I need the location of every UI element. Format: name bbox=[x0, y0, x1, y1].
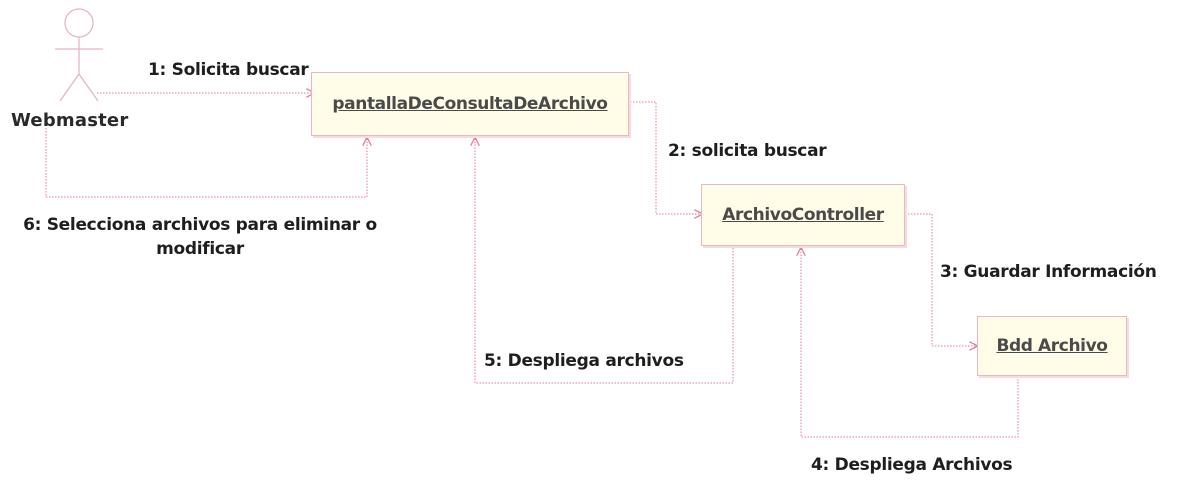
message-2-label: 2: solicita buscar bbox=[668, 141, 827, 161]
connector-4 bbox=[801, 248, 1019, 438]
object-controller-label: ArchivoController bbox=[722, 205, 884, 225]
message-6-line-2: modificar bbox=[156, 239, 244, 259]
message-5-label: 5: Despliega archivos bbox=[484, 351, 684, 371]
message-6-line-1: 6: Selecciona archivos para eliminar o bbox=[23, 215, 377, 235]
actor-figure-icon[interactable] bbox=[55, 8, 103, 102]
connector-3 bbox=[905, 213, 977, 346]
message-3-label: 3: Guardar Información bbox=[940, 262, 1157, 282]
object-pantalla-de-consulta[interactable]: pantallaDeConsultaDeArchivo bbox=[311, 72, 629, 136]
object-archivo-controller[interactable]: ArchivoController bbox=[701, 184, 905, 246]
message-6-label: 6: Selecciona archivos para eliminar o m… bbox=[10, 213, 390, 261]
object-pantalla-label: pantallaDeConsultaDeArchivo bbox=[332, 94, 608, 114]
object-bdd-label: Bdd Archivo bbox=[996, 336, 1108, 356]
object-bdd-archivo[interactable]: Bdd Archivo bbox=[977, 316, 1127, 376]
message-1-label: 1: Solicita buscar bbox=[148, 60, 309, 80]
connector-2 bbox=[630, 101, 702, 214]
message-4-label: 4: Despliega Archivos bbox=[811, 455, 1013, 475]
actor-head-icon bbox=[64, 8, 94, 38]
actor-label: Webmaster bbox=[11, 110, 129, 131]
actor-left-leg-icon bbox=[59, 73, 80, 102]
connector-5 bbox=[475, 138, 734, 384]
actor-right-leg-icon bbox=[78, 73, 99, 102]
connector-6 bbox=[45, 128, 367, 198]
